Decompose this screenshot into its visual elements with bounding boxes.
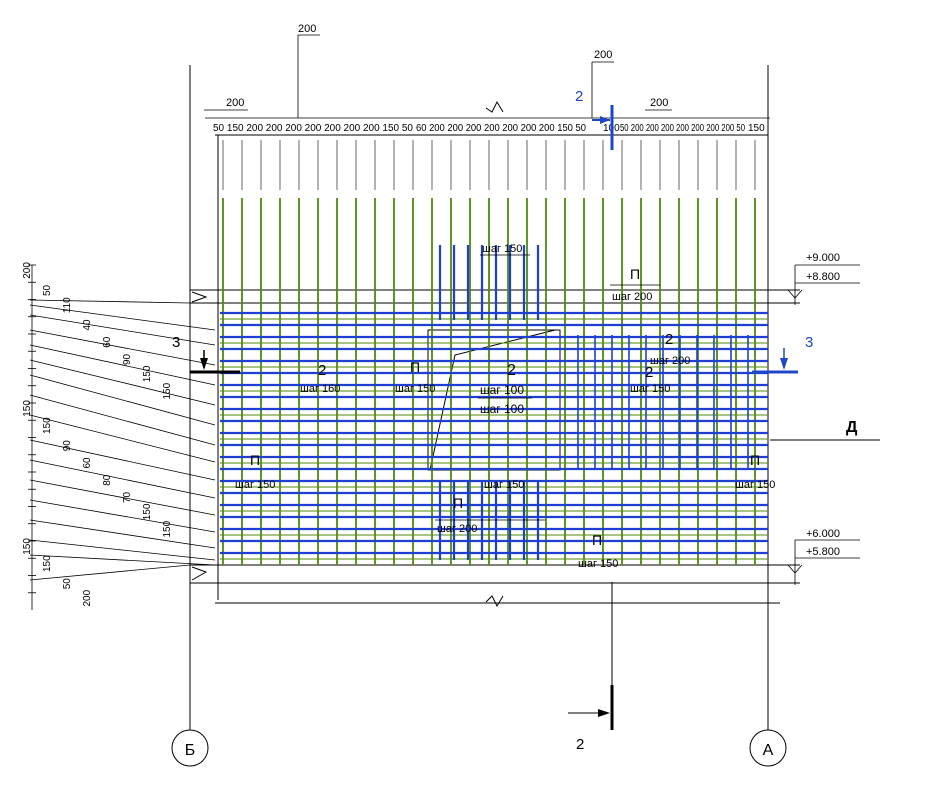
top-dim-row-left: 50 150 200 200 200 200 200 200 200 150 5… bbox=[213, 123, 413, 134]
mark-2-left: 2 bbox=[318, 362, 326, 379]
mark-step160-left: шаг 160 bbox=[300, 383, 340, 395]
left-dim-label: 70 bbox=[122, 491, 133, 503]
left-dim-label: 150 bbox=[42, 417, 53, 434]
mark-p-left: П bbox=[410, 359, 420, 375]
axis-bubbles: Б А Д bbox=[171, 419, 858, 767]
level-marks: +9.000 +8.800 +6.000 +5.800 bbox=[787, 252, 860, 585]
top-dim-overall: 200 bbox=[298, 23, 316, 35]
left-dim-label: 200 bbox=[82, 589, 93, 606]
mark-step150-right-low: шаг 150 bbox=[735, 479, 775, 491]
mark-step100-b: шаг 100 bbox=[480, 402, 524, 416]
section-3-left-label: 3 bbox=[172, 334, 180, 351]
mark-p-top: П bbox=[630, 266, 640, 282]
leader-lines bbox=[29, 299, 216, 581]
top-dim-row-right-end: 150 bbox=[748, 123, 765, 134]
left-dim-label: 50 bbox=[42, 284, 53, 296]
level-5800: +5.800 bbox=[806, 546, 840, 558]
blue-horizontal-bars bbox=[220, 311, 768, 560]
left-dim-label: 150 bbox=[162, 382, 173, 399]
mark-step150-bottom: шаг 150 bbox=[578, 558, 618, 570]
left-dim-label: 60 bbox=[82, 457, 93, 469]
mark-p-lower-left: П bbox=[250, 452, 260, 468]
top-dim-right: 200 bbox=[650, 97, 668, 109]
dimension-ticks bbox=[222, 140, 756, 190]
left-dim-label: 150 bbox=[22, 538, 33, 555]
left-dim-label: 150 bbox=[162, 520, 173, 537]
left-dim-label: 90 bbox=[62, 440, 73, 452]
section-3-right-label: 3 bbox=[805, 334, 813, 351]
mark-step100-a: шаг 100 bbox=[480, 383, 524, 397]
mark-step200-center: шаг 200 bbox=[437, 523, 477, 535]
mark-step150-lower-left: шаг 150 bbox=[235, 479, 275, 491]
blue-vertical-bars bbox=[438, 245, 749, 560]
top-dim-row-mid: 60 200 200 200 200 200 200 200 150 50 bbox=[416, 123, 586, 134]
mark-step200-top: шаг 200 bbox=[612, 291, 652, 303]
left-dim-label: 150 bbox=[142, 365, 153, 382]
axis-label-a: А bbox=[763, 742, 774, 759]
left-dim-label: 110 bbox=[62, 297, 73, 313]
left-dim-label: 80 bbox=[102, 474, 113, 486]
left-dim-label: 150 bbox=[22, 400, 33, 417]
left-dim-label: 90 bbox=[122, 353, 133, 365]
section-2-top-label: 2 bbox=[575, 88, 583, 105]
left-dim-label: 50 bbox=[62, 578, 73, 590]
left-dimension-chain: 200 50 110 40 60 90 150 150 150 150 90 60 80 70 150 150… bbox=[22, 262, 173, 610]
reinforcement-marks: шаг 150 П шаг 200 2 шаг 100 шаг 100 2 ша… bbox=[235, 243, 775, 570]
mark-p-right: П bbox=[750, 452, 760, 468]
mark-2-right-a: 2 bbox=[665, 331, 673, 348]
left-dim-label: 150 bbox=[42, 555, 53, 572]
mark-step150-left: шаг 150 bbox=[395, 383, 435, 395]
left-dim-label: 200 bbox=[22, 262, 33, 279]
green-vertical-bars bbox=[222, 198, 756, 565]
mark-p-center-low: П bbox=[453, 495, 463, 511]
mark-2-right-b: 2 bbox=[645, 364, 653, 381]
left-dim-label: 150 bbox=[142, 503, 153, 520]
row-label-d: Д bbox=[846, 419, 858, 436]
section-marks: 2 2 3 3 bbox=[172, 88, 813, 753]
mark-step150-center: шаг 150 bbox=[484, 479, 524, 491]
mark-step200-right: шаг 200 bbox=[650, 355, 690, 367]
level-6000: +6.000 bbox=[806, 528, 840, 540]
mark-p-bottom: П bbox=[592, 532, 602, 548]
top-dim-left: 200 bbox=[226, 97, 244, 109]
mark-step150-right: шаг 150 bbox=[630, 383, 670, 395]
level-9000: +9.000 bbox=[806, 252, 840, 264]
axis-bubble-b bbox=[171, 729, 209, 767]
section-2-bottom-label: 2 bbox=[576, 736, 584, 753]
axis-bubble-a bbox=[749, 729, 787, 767]
top-dimensions: 200 200 200 200 50 150 200 200 200 200 2… bbox=[204, 23, 770, 134]
left-dim-label: 60 bbox=[102, 336, 113, 348]
mark-2-center: 2 bbox=[507, 362, 516, 379]
level-8800: +8.800 bbox=[806, 271, 840, 283]
mark-step150-top: шаг 150 bbox=[482, 243, 522, 255]
left-dim-label: 40 bbox=[82, 319, 93, 331]
top-dim-second: 200 bbox=[594, 49, 612, 61]
top-dim-row-right: 50 200 200 200 200 200 200 200 50 bbox=[620, 123, 745, 134]
axis-label-b: Б bbox=[185, 742, 196, 759]
